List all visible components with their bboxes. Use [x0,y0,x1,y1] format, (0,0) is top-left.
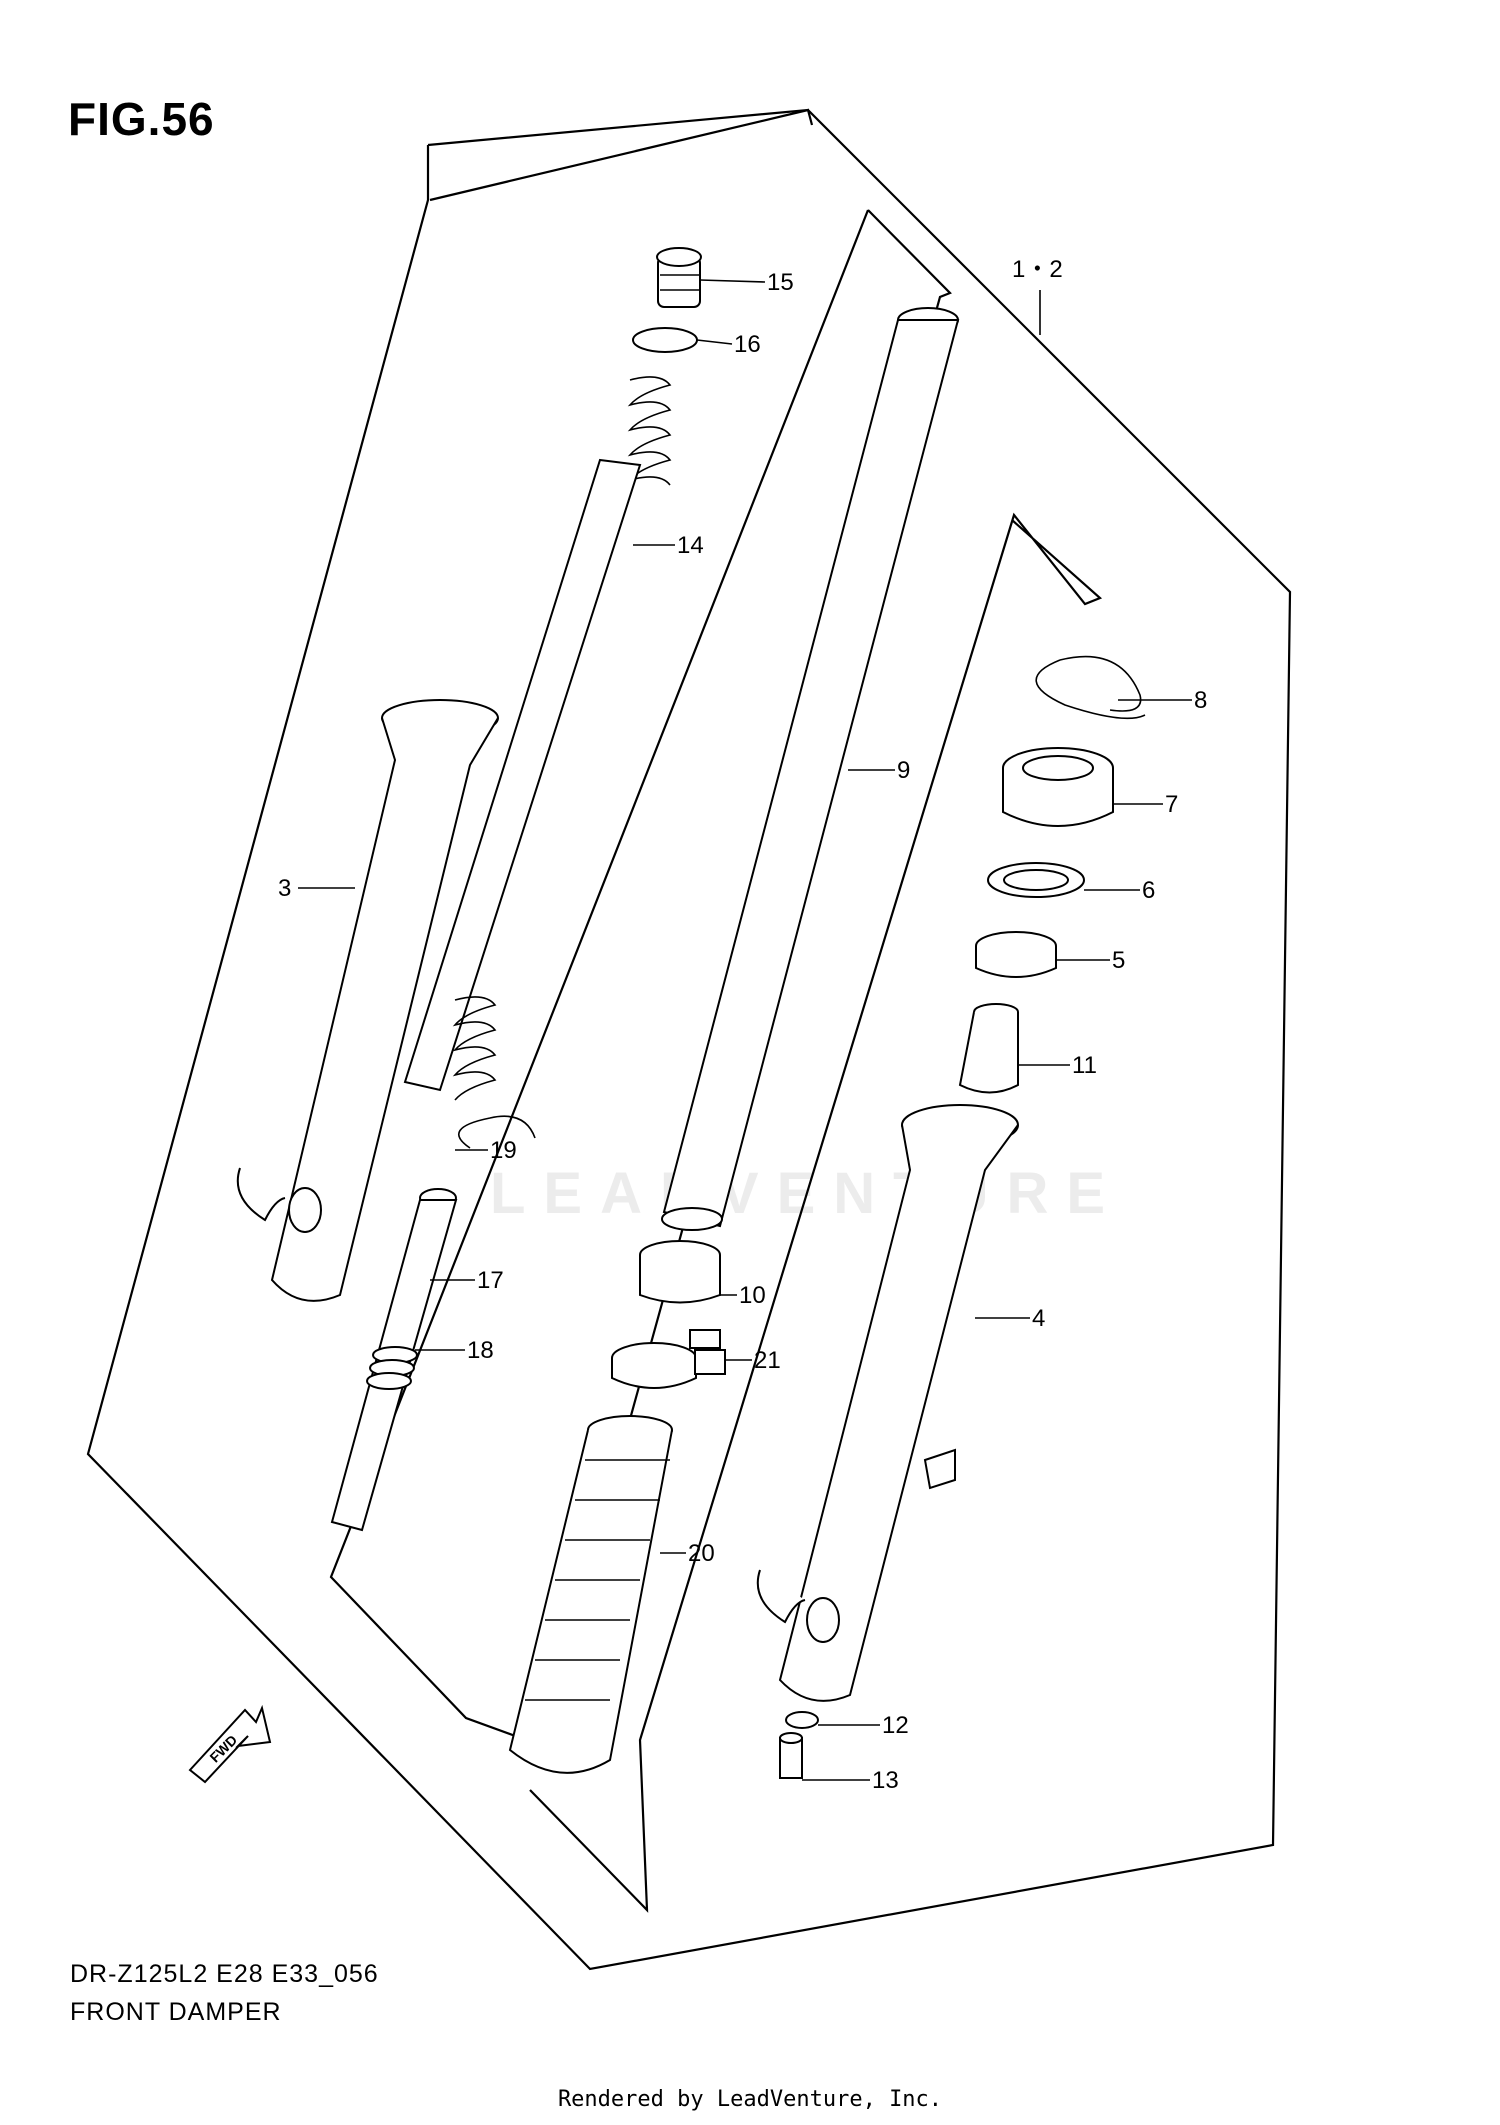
callout-6: 6 [1142,877,1155,904]
right-panel-frame [529,512,1103,1913]
part-15-cap-bolt [656,247,702,308]
callout-16: 16 [734,331,761,358]
callout-19: 19 [490,1137,517,1164]
callout-20: 20 [688,1540,715,1567]
part-12-washer [785,1711,819,1729]
callout-1-2: 1・2 [1012,256,1063,283]
part-14-spring-rod [403,376,672,1101]
callout-3: 3 [278,875,291,902]
part-13-bolt [779,1732,803,1779]
diagram-name: FRONT DAMPER [70,1998,282,2026]
part-16-o-ring [632,327,698,353]
callout-10: 10 [739,1282,766,1309]
callout-18: 18 [467,1337,494,1364]
callout-12: 12 [882,1712,909,1739]
model-code: DR-Z125L2 E28 E33_056 [70,1960,379,1988]
part-19-circlip [458,1115,536,1149]
part-10-bushing [639,1240,721,1304]
part-17-damper-rod [330,1188,458,1532]
part-8-circlip [1035,655,1146,720]
callout-7: 7 [1165,791,1178,818]
left-panel-frame [429,108,814,202]
part-5-bushing [975,931,1057,978]
part-11-oil-lock-piece [958,1003,1019,1094]
callout-17: 17 [477,1267,504,1294]
outer-frame [86,108,1292,1971]
part-21-clamp [611,1329,726,1389]
part-3-outer-tube-left [236,699,499,1302]
callout-9: 9 [897,757,910,784]
part-4-outer-tube-right [756,1104,1019,1702]
fwd-arrow-icon [188,1704,272,1784]
callout-8: 8 [1194,687,1207,714]
watermark-text: LEADVENTURE [490,1161,1124,1226]
callout-14: 14 [677,532,704,559]
callout-11: 11 [1072,1052,1097,1079]
part-7-oil-seal [1002,747,1114,827]
rendered-by-credit: Rendered by LeadVenture, Inc. [557,2087,943,2112]
callout-15: 15 [767,269,794,296]
callout-13: 13 [872,1767,899,1794]
leader-lines [298,279,1192,1781]
part-9-inner-tube [661,307,960,1231]
callout-21: 21 [754,1347,781,1374]
callout-5: 5 [1112,947,1125,974]
part-6-seal-spacer [987,862,1085,898]
part-20-dust-boot [508,1415,673,1774]
callout-4: 4 [1032,1305,1045,1332]
figure-title: FIG.56 [68,93,215,145]
